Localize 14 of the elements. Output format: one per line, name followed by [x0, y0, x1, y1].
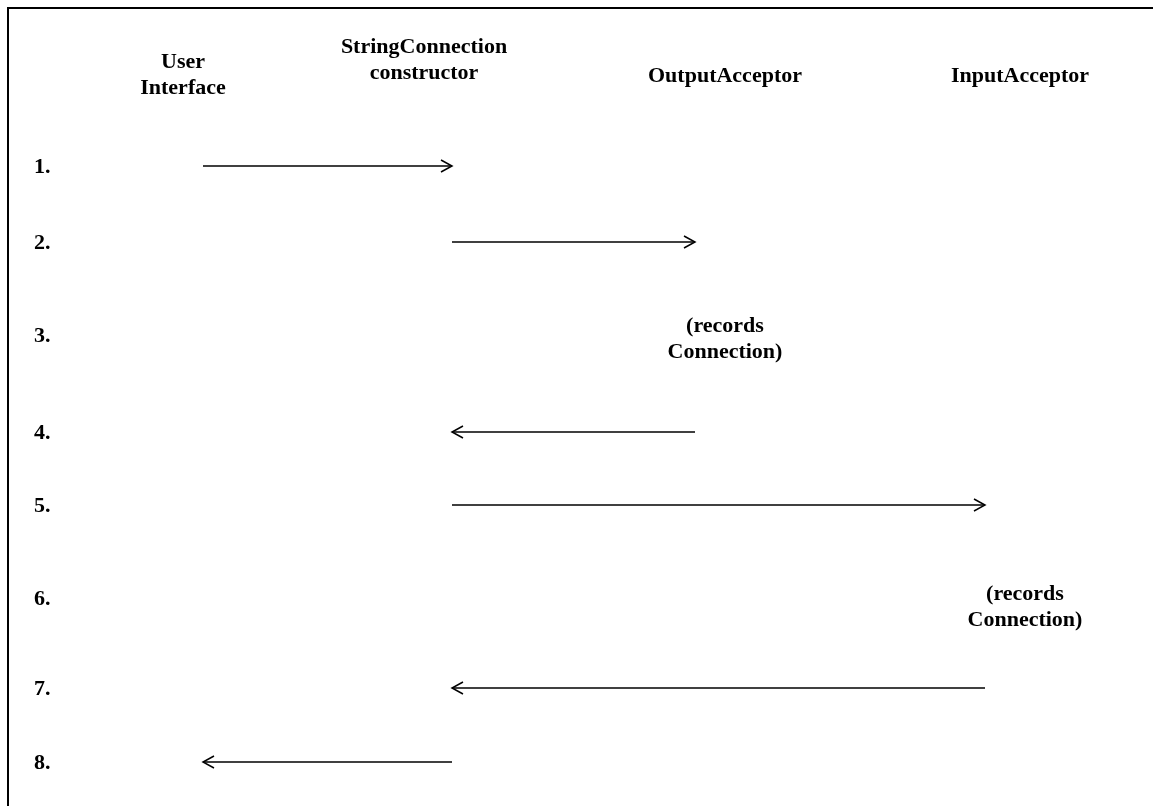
step-number: 5.: [34, 492, 51, 518]
step-number: 3.: [34, 322, 51, 348]
step-number: 8.: [34, 749, 51, 775]
step-number: 6.: [34, 585, 51, 611]
step-number: 4.: [34, 419, 51, 445]
note-text: (records Connection): [966, 580, 1084, 632]
lifeline-header: InputAcceptor: [950, 62, 1090, 88]
note-text: (records Connection): [666, 312, 784, 364]
lifeline-header: User Interface: [139, 48, 227, 100]
lifeline-header: StringConnection constructor: [339, 33, 509, 85]
step-number: 1.: [34, 153, 51, 179]
step-number: 7.: [34, 675, 51, 701]
step-number: 2.: [34, 229, 51, 255]
lifeline-header: OutputAcceptor: [648, 62, 802, 88]
